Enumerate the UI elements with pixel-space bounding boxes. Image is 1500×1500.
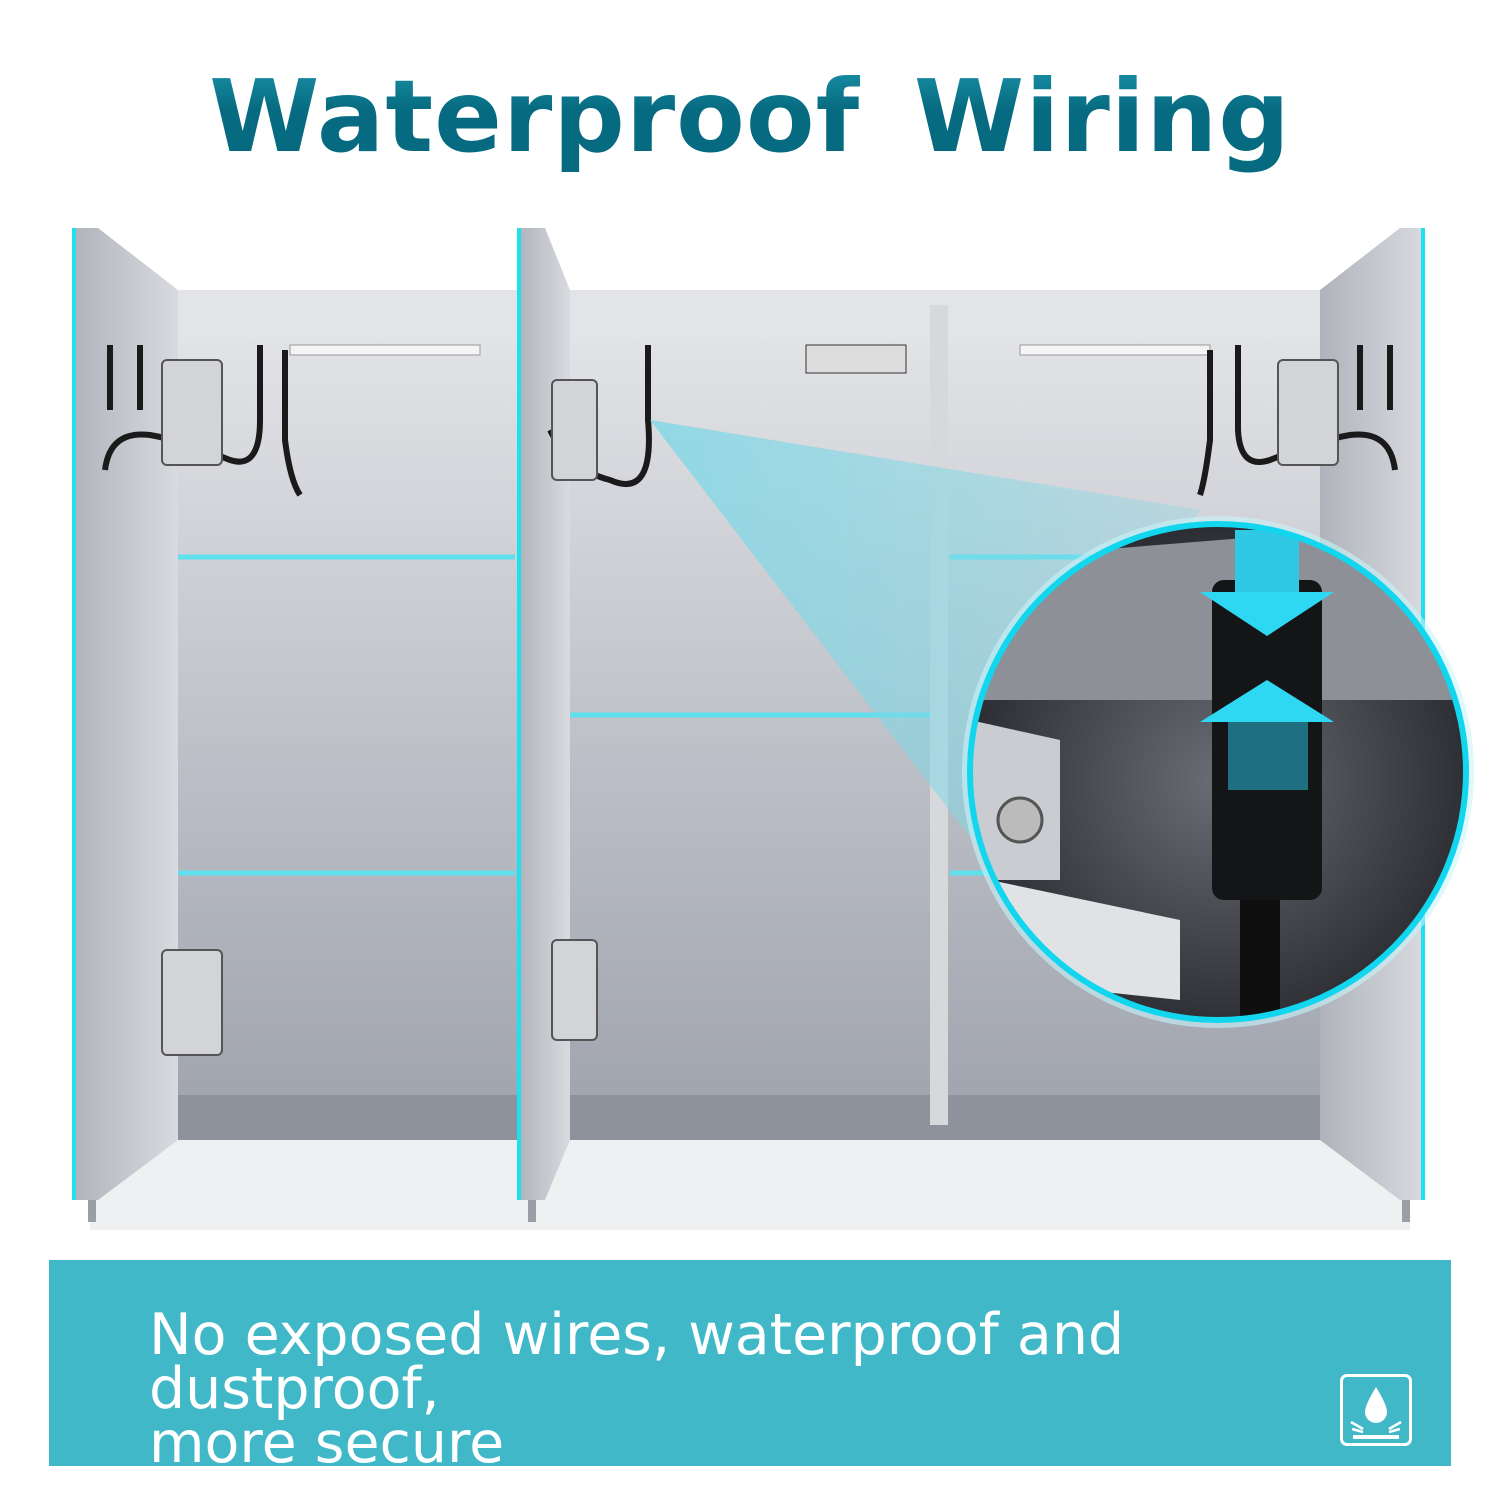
banner-line-1: No exposed wires, waterproof and dustpro… [149, 1302, 1125, 1422]
info-banner: No exposed wires, waterproof and dustpro… [49, 1260, 1451, 1472]
cabinet-illustration [0, 200, 1500, 1260]
banner-line-2: more secure [149, 1410, 505, 1476]
page-title: Waterproof Wiring [0, 58, 1500, 175]
waterproof-drop-icon [1340, 1374, 1412, 1446]
mirror-cabinet-image [72, 228, 1474, 1230]
banner-text: No exposed wires, waterproof and dustpro… [149, 1302, 1379, 1476]
